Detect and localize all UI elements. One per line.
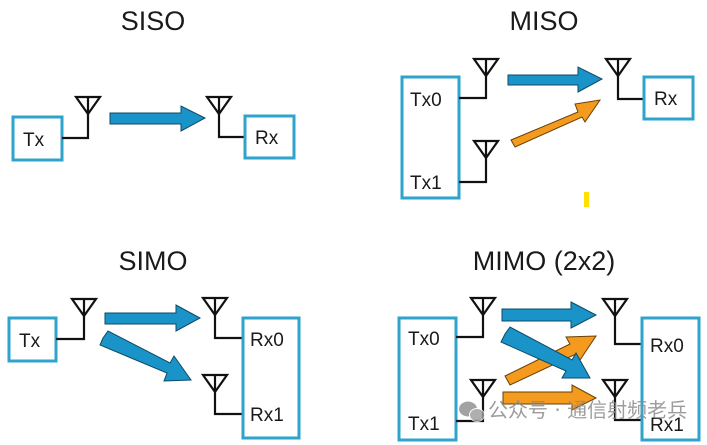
tx-feed-line [62,112,90,140]
rx-antenna-icon [604,57,632,78]
tx-box [7,316,58,363]
signal-arrow-tx1 [510,99,602,148]
signal-arrow-tx0 [507,66,604,93]
rx-label: Rx [654,89,678,110]
tx1-label: Tx1 [410,173,442,194]
tx1-feed-line [459,156,488,184]
rx-box [642,75,695,121]
panel-title-siso: SISO [121,6,186,36]
tx-box [400,75,461,200]
rx1-antenna-icon [601,378,629,399]
watermark-text: 公众号 · 通信射频老兵 [488,398,687,422]
panel-title-simo: SIMO [118,246,187,276]
tx-label: Tx [23,130,45,151]
panel-simo: SIMO Tx Rx0 Rx1 [7,246,301,440]
signal-arrow-rx0 [104,304,202,332]
rx0-label: Rx0 [250,330,284,351]
tx0-feed-line [456,313,485,339]
rx1-label: Rx1 [650,415,684,436]
panel-title-mimo: MIMO (2x2) [473,246,616,276]
wechat-icon [459,401,485,422]
rx0-feed-line [213,313,243,340]
tx-antenna-icon [74,95,102,116]
rx-label: Rx [255,128,279,149]
tx-antenna-icon [70,297,98,318]
rx1-label: Rx1 [250,405,284,426]
tx0-label: Tx0 [408,329,440,350]
tx-label: Tx [19,331,41,352]
rx0-antenna-icon [601,297,629,318]
panel-mimo: MIMO (2x2) Tx0 Tx1 Rx0 Rx1 [397,246,701,442]
signal-arrow-tx0-rx1 [500,326,591,379]
tx1-antenna-icon [469,378,497,399]
panel-title-miso: MISO [509,6,578,36]
tx0-label: Tx0 [410,90,442,111]
tx0-antenna-icon [469,296,497,317]
tx-box [11,115,64,162]
tx0-antenna-icon [472,57,500,78]
signal-arrow [109,105,207,132]
panel-miso: MISO Tx0 Tx1 Rx [400,6,695,207]
yellow-marker [584,192,589,207]
panel-siso: SISO Tx Rx [11,6,296,162]
tx1-label: Tx1 [408,414,440,435]
rx1-feed-line [213,390,243,416]
tx1-feed-line [456,395,485,423]
rx-feed-line [217,112,245,139]
tx-feed-line [56,314,86,341]
rx-antenna-icon [205,95,233,116]
rx0-label: Rx0 [650,336,684,357]
rx-feed-line [616,74,644,101]
tx1-antenna-icon [472,139,500,160]
rx0-feed-line [613,314,642,346]
tx0-feed-line [459,74,488,100]
signal-arrow-tx1-rx1 [502,384,598,411]
rx-box [241,316,301,440]
rx-box [640,316,701,442]
rx1-feed-line [613,395,642,422]
rx1-antenna-icon [201,373,229,394]
rx0-antenna-icon [201,296,229,317]
signal-arrow-rx1 [99,330,192,382]
watermark: 公众号 · 通信射频老兵 [459,398,687,422]
tx-box [397,316,458,442]
rx-box [243,114,296,160]
signal-arrow-tx0-rx0 [501,301,598,329]
